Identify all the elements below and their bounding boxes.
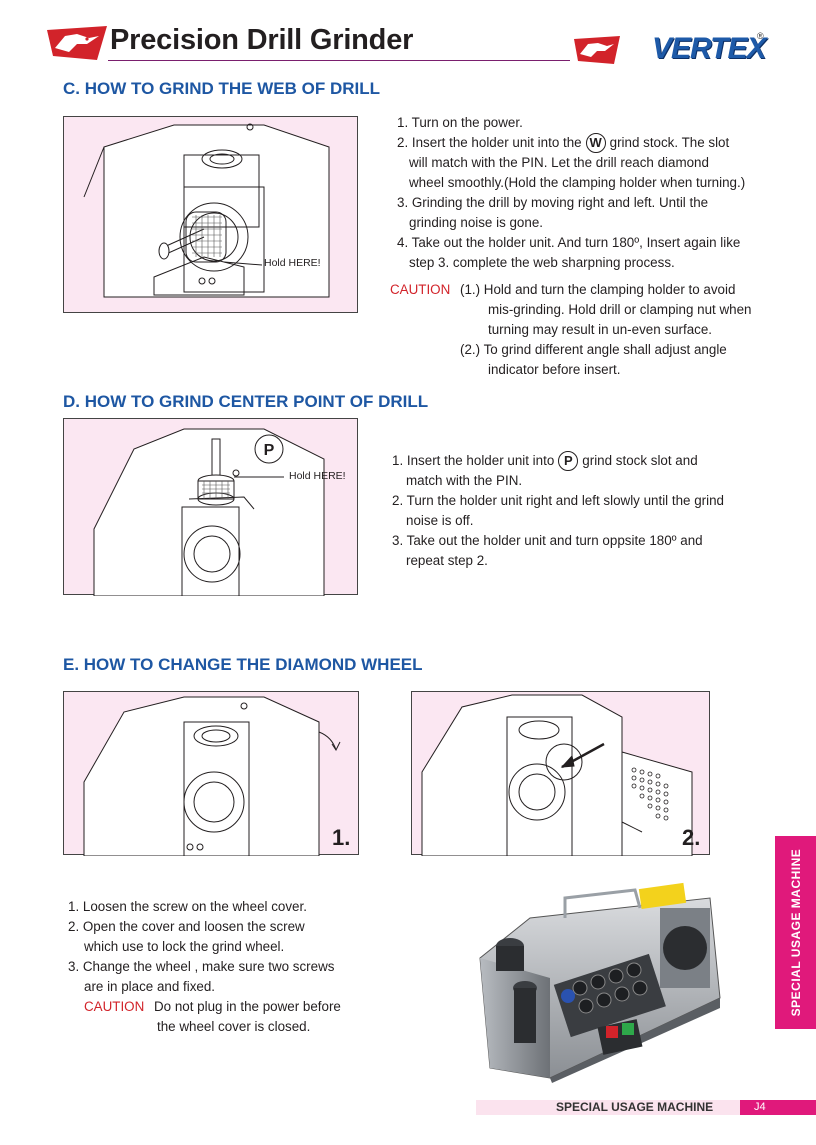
w-stock-icon: W (585, 133, 606, 154)
c-step-1: 1. Turn on the power. (397, 115, 523, 130)
eagle-logo-icon (47, 26, 107, 60)
vertex-eagle-icon (574, 36, 620, 64)
c-step-4-line2: step 3. complete the web sharpning proce… (409, 255, 675, 270)
section-e-heading: E. HOW TO CHANGE THE DIAMOND WHEEL (63, 655, 423, 674)
sidebar-tab (775, 836, 816, 1029)
hold-here-label: Hold HERE! (289, 470, 346, 482)
d-step-1-text-a: 1. Insert the holder unit into (392, 453, 555, 468)
c-caution-1-line3: turning may result in un-even surface. (488, 322, 713, 337)
drill-grinder-product-photo (479, 882, 721, 1083)
c-step-3-line2: grinding noise is gone. (409, 215, 543, 230)
c-step-2-text-b: grind stock. The slot (609, 135, 730, 150)
wheel-open-illustration (421, 694, 693, 856)
e-caution-line2: the wheel cover is closed. (157, 1019, 311, 1034)
page-title: Precision Drill Grinder (110, 24, 414, 56)
e-caution-label: CAUTION (84, 999, 145, 1014)
wheel-cover-illustration (83, 696, 341, 856)
section-e-figure-2: 2. (411, 691, 710, 856)
grinder-center-illustration: P (93, 428, 325, 596)
e-step-3-line1: 3. Change the wheel , make sure two scre… (68, 959, 335, 974)
e-step-1: 1. Loosen the screw on the wheel cover. (68, 899, 307, 914)
c-caution-2-line1: (2.) To grind different angle shall adju… (460, 342, 727, 357)
d-step-3-line2: repeat step 2. (406, 553, 488, 568)
footer-band (476, 1100, 742, 1115)
e-step-2-line1: 2. Open the cover and loosen the screw (68, 919, 305, 934)
e-step-2-line2: which use to lock the grind wheel. (84, 939, 285, 954)
footer-label: SPECIAL USAGE MACHINE (556, 1100, 714, 1114)
c-caution-1-line1: (1.) Hold and turn the clamping holder t… (460, 282, 736, 297)
c-caution-2-line2: indicator before insert. (488, 362, 621, 377)
section-c-heading: C. HOW TO GRIND THE WEB OF DRILL (63, 79, 380, 98)
d-step-2-line2: noise is off. (406, 513, 474, 528)
e-caution-line1: Do not plug in the power before (154, 999, 341, 1014)
hold-here-label: Hold HERE! (264, 257, 321, 269)
figure-1-label: 1. (332, 825, 351, 850)
c-step-2-line2: will match with the PIN. Let the drill r… (409, 155, 709, 170)
sidebar-label: SPECIAL USAGE MACHINE (788, 848, 803, 1017)
p-stock-icon-inline: P (558, 451, 579, 472)
d-step-1-line2: match with the PIN. (406, 473, 523, 488)
d-step-3-line1: 3. Take out the holder unit and turn opp… (392, 533, 703, 548)
section-e-figure-1: 1. (63, 691, 359, 856)
grinder-web-illustration (83, 123, 330, 298)
registered-mark: ® (757, 31, 764, 41)
section-d-figure: P Hold HERE! (63, 418, 358, 596)
section-c-figure: Hold HERE! (63, 116, 358, 313)
brand-logo: VERTEX (652, 32, 766, 65)
figure-2-label: 2. (682, 825, 701, 850)
c-step-2-line3: wheel smoothly.(Hold the clamping holder… (409, 175, 746, 190)
c-caution-1-line2: mis-grinding. Hold drill or clamping nut… (488, 302, 752, 317)
c-step-3-line1: 3. Grinding the drill by moving right an… (397, 195, 709, 210)
d-step-2-line1: 2. Turn the holder unit right and left s… (392, 493, 724, 508)
title-underline (108, 60, 570, 61)
e-step-3-line2: are in place and fixed. (84, 979, 216, 994)
c-step-4-line1: 4. Take out the holder unit. And turn 18… (397, 235, 741, 250)
section-d-heading: D. HOW TO GRIND CENTER POINT OF DRILL (63, 392, 429, 411)
c-step-2-text-a: 2. Insert the holder unit into the (397, 135, 582, 150)
page-number: J4 (740, 1100, 816, 1115)
c-caution-label: CAUTION (390, 282, 451, 297)
p-stock-icon: P (264, 442, 275, 459)
d-step-1-text-b: grind stock slot and (582, 453, 698, 468)
